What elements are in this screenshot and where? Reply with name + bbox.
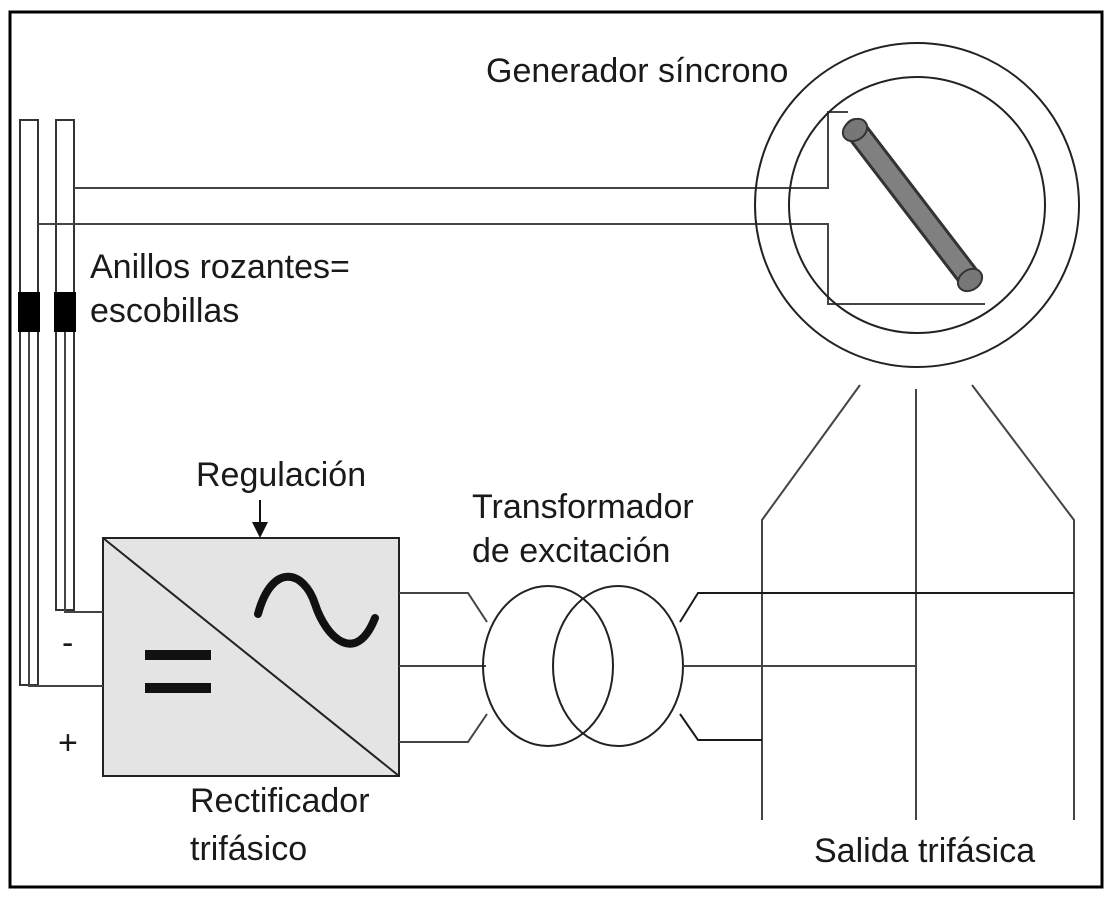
rings-label-line2: escobillas: [90, 292, 239, 330]
primary-lead-1: [399, 592, 488, 623]
dc-lead-negative: [64, 332, 103, 613]
diagram-frame: [8, 10, 1104, 889]
negative-terminal-label: -: [62, 624, 73, 662]
output-label: Salida trifásica: [814, 832, 1035, 870]
regulation-label: Regulación: [196, 456, 366, 494]
rectifier-label-line1: Rectificador: [190, 782, 370, 820]
brush-left: [18, 292, 40, 332]
dc-lead-positive: [28, 332, 103, 687]
dc-leads: [28, 332, 103, 687]
rectifier: [102, 537, 400, 777]
output-phase-1: [761, 384, 861, 820]
stator-outer-circle: [754, 42, 1080, 368]
primary-lead-3: [399, 713, 488, 743]
slip-rings: [18, 119, 76, 686]
secondary-lead-3: [679, 713, 762, 741]
output-phase-3: [971, 384, 1075, 820]
synchronous-generator: [754, 42, 1080, 368]
dc-symbol-bar-top: [145, 650, 211, 660]
field-lead-top: [74, 111, 848, 189]
field-lead-bottom: [38, 223, 985, 305]
transformer-primary-coil: [482, 585, 614, 747]
ac-sine-symbol: [254, 572, 379, 648]
ac-leads-primary: [399, 592, 488, 743]
transformer-secondary-coil: [552, 585, 684, 747]
ac-leads-secondary: [679, 592, 1074, 741]
rotor: [841, 117, 984, 293]
rings-label-line1: Anillos rozantes=: [90, 248, 350, 286]
field-leads: [38, 111, 985, 305]
rectifier-label-line2: trifásico: [190, 830, 307, 868]
excitation-transformer: [482, 585, 684, 747]
transformer-label-line1: Transformador: [472, 488, 694, 526]
positive-terminal-label: +: [58, 724, 78, 762]
generator-output-lines: [761, 384, 1075, 820]
brush-right: [54, 292, 76, 332]
secondary-lead-1: [679, 592, 1074, 623]
transformer-label-line2: de excitación: [472, 532, 670, 570]
regulation-arrow: [252, 500, 268, 538]
stator-inner-circle: [788, 76, 1046, 334]
dc-symbol-bar-bottom: [145, 683, 211, 693]
generator-label: Generador síncrono: [486, 52, 788, 90]
